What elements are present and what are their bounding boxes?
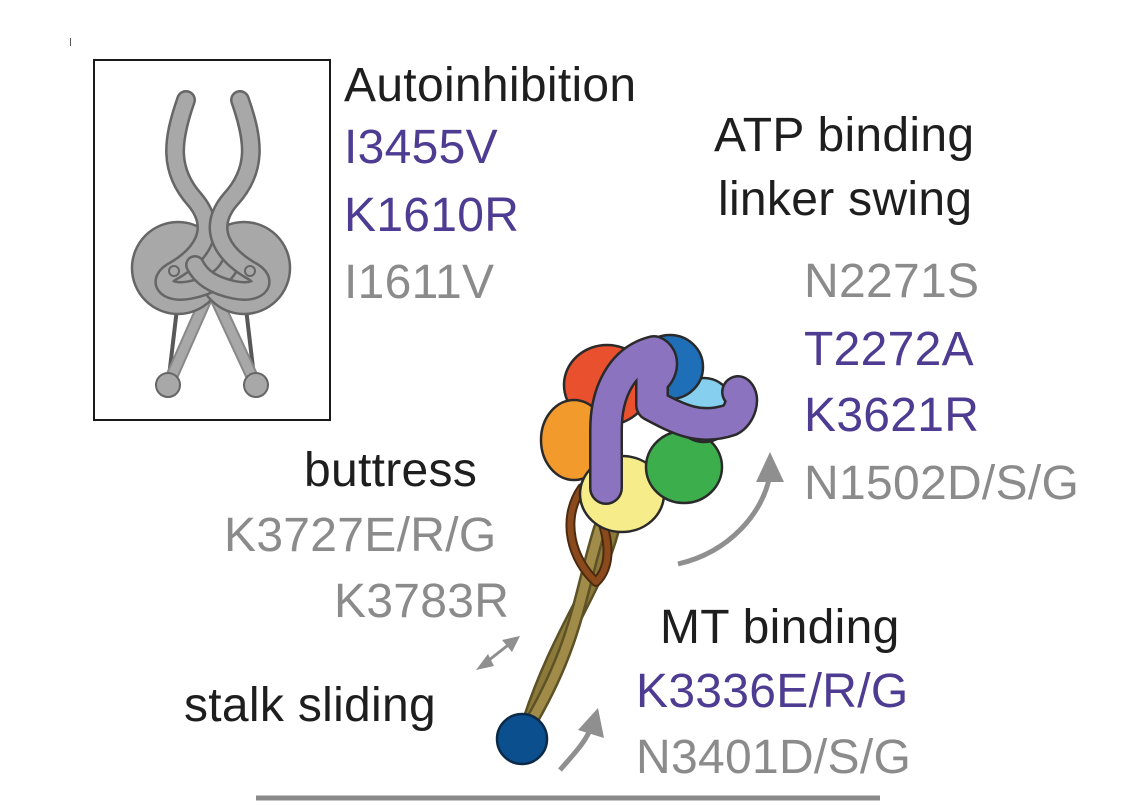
mutation-label: N3401D/S/G [636,731,912,784]
autoinhibited-dynein-icon [130,90,292,398]
buttress [567,485,611,585]
mutation-label: N1502D/S/G [804,457,1080,510]
corner-tick-mark [70,38,71,46]
mtbd-right [243,372,269,398]
mutation-label: K3783R [334,575,510,628]
mutation-label: I3455V [344,121,498,174]
mt-binding-arrow [558,728,593,772]
mutation-label: K3727E/R/G [224,509,497,562]
linker-swing-heading: linker swing [718,173,973,226]
autoinhibition-box [93,59,331,421]
linker-swing-arrowhead [756,452,784,482]
mutation-label: K1610R [344,189,520,242]
atp-binding-heading: ATP binding [714,109,975,162]
mtbd-left [155,372,181,398]
autoinhibition-heading: Autoinhibition [344,59,637,112]
stalk-sliding-heading: stalk sliding [184,679,437,732]
mutation-label: K3621R [804,389,980,442]
dynein-motor-icon [495,333,759,766]
mt-binding-arrowhead [578,708,604,738]
buttress-heading: buttress [304,444,478,497]
stalk-sliding-arrowhead-b [502,636,520,652]
linker [591,337,756,503]
tail-right [187,92,269,299]
mtbd [495,712,549,766]
linker-swing-arrow [677,473,773,567]
mutation-label: I1611V [344,256,495,309]
tail-left [156,92,238,299]
arrows [476,452,784,772]
mt-binding-heading: MT binding [660,601,900,654]
mutation-label: K3336E/R/G [636,665,909,718]
stalk-sliding-arrowhead-a [476,654,494,670]
mutation-label: T2272A [804,323,974,376]
mutation-label: N2271S [804,255,980,308]
